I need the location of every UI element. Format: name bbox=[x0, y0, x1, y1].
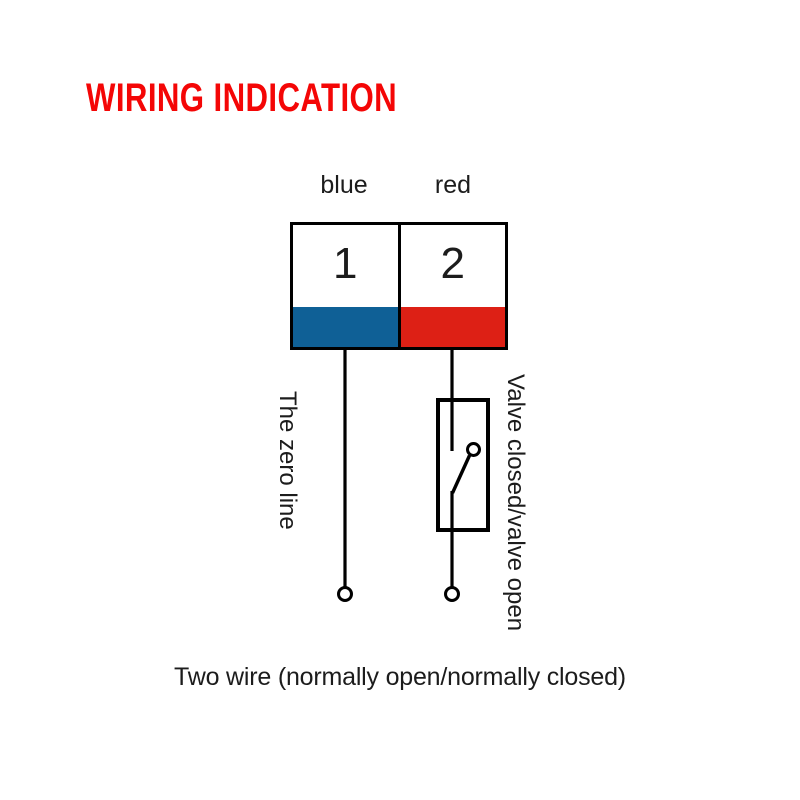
annotation-zero-line: The zero line bbox=[274, 391, 301, 530]
annotation-valve-open-closed: Valve closed/valve open bbox=[502, 374, 529, 632]
wire-end-terminal-icon bbox=[444, 586, 460, 602]
switch-arm bbox=[450, 454, 472, 494]
wire-label-blue: blue bbox=[320, 171, 368, 199]
terminal-number-1: 1 bbox=[333, 239, 358, 288]
wire-label-red: red bbox=[434, 171, 472, 199]
normally-open-switch-icon bbox=[436, 398, 490, 532]
terminal-block: 1 2 bbox=[290, 222, 508, 350]
terminal-cell-2: 2 bbox=[397, 225, 505, 347]
page-title: WIRING INDICATION bbox=[86, 76, 398, 120]
switch-box bbox=[436, 398, 490, 532]
terminal-color-bar-blue bbox=[293, 307, 398, 347]
terminal-number-2: 2 bbox=[440, 239, 465, 288]
terminal-cell-1: 1 bbox=[293, 225, 398, 347]
switch-contact-circle bbox=[466, 442, 481, 457]
wire-end-terminal-icon bbox=[337, 586, 353, 602]
terminal-color-bar-red bbox=[400, 307, 505, 347]
diagram-caption: Two wire (normally open/normally closed) bbox=[174, 663, 626, 691]
